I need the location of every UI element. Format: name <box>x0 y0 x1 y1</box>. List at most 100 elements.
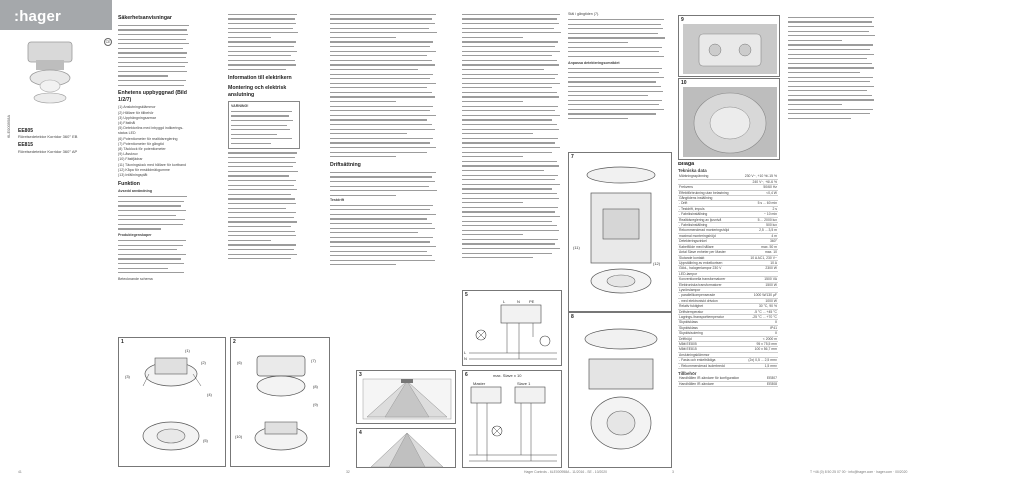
spec-value: 360° <box>738 238 778 245</box>
spec-label: Elektroniska transformatorer <box>678 282 739 288</box>
spec-label: Lysrörslampor <box>678 287 739 294</box>
heading-drift: Driftsättning <box>330 162 361 168</box>
callout-7: (7) <box>311 358 316 363</box>
spec-row: Anslutningsklämmor <box>678 352 778 359</box>
parts-list-item: (5) Detektorlins med inbyggd indikerings… <box>118 126 184 136</box>
figure-2-drawing <box>254 355 308 451</box>
spec-label: - Testdrift, impuls <box>678 206 739 213</box>
spec-label: Frekvens <box>678 184 739 191</box>
slave-count-label: max. Slave x 10 <box>493 373 522 378</box>
callout-10: (10) <box>235 434 243 439</box>
spec-value <box>738 287 778 294</box>
heading-product: Produktegenskaper <box>118 233 152 238</box>
callout-5: (5) <box>203 438 208 443</box>
parts-list-item: (4) Fästhål <box>118 120 136 125</box>
spec-label <box>678 179 739 186</box>
spec-value: 5 s ... 60 min <box>738 200 778 207</box>
figure-number-4: 4 <box>359 430 362 436</box>
spec-value: 50/60 Hz <box>738 184 778 191</box>
callout-4: (4) <box>207 392 212 397</box>
spec-value: 4 m <box>738 233 778 240</box>
heading-area: Anpassa detekteringsområdet <box>568 60 620 65</box>
heading-mode: Betecknande schema <box>118 277 153 282</box>
spec-label: Realtidsreglering av ljusnivå <box>678 217 739 224</box>
spec-label: - parallellkompenserade <box>678 292 739 299</box>
spec-label: Lagrings-/transporttemperatur <box>678 314 739 321</box>
column-mode <box>462 12 564 294</box>
callout-1: (1) <box>185 348 190 353</box>
spec-label: - Fasta och enkeltrådiga <box>678 357 739 364</box>
callout-9: (9) <box>313 402 318 407</box>
spec-value: 1500 W <box>738 282 778 288</box>
parts-list-item: (2) Hållare för tillbehör <box>118 110 154 115</box>
spec-value <box>738 271 778 278</box>
product-code-1: EE805 <box>18 128 34 134</box>
master-label: Master <box>473 381 486 386</box>
heading-info: Information till elektrikern <box>228 74 292 81</box>
figure-1-drawing <box>142 357 202 451</box>
spec-label: - Rekommenderad isolerbredd <box>678 363 739 370</box>
figure-3: 3 <box>356 370 456 424</box>
spec-value: 2,5 ... 3,5 m <box>738 227 778 234</box>
warning-box: VARNING! <box>228 100 300 149</box>
parts-list-item: (6) Potentiometer för realtidsreglering <box>118 136 178 141</box>
spec-label: Glöd-, halogenlampor 230 V <box>678 265 739 272</box>
slave-label: Slave 1 <box>517 381 531 386</box>
figure-number-6: 6 <box>465 372 468 378</box>
figure-number-10: 10 <box>681 80 687 86</box>
spec-label: - Fabriksinställning <box>678 211 739 218</box>
callout-3: (3) <box>125 374 130 379</box>
spec-value: 1000 W/130 µF <box>738 292 778 299</box>
parts-list-item: (12) Kåpa för enskildmäkgumme <box>118 167 170 172</box>
spec-value: 500 lux <box>738 222 778 229</box>
footer-page-2: 32 <box>346 470 350 474</box>
spec-label: LED-lampor <box>678 271 739 278</box>
spec-value: 10 A AC1, 230 V~ <box>738 255 778 261</box>
footer-meta: Hager Controls - 6LE000958A - 11/2016 - … <box>524 470 608 474</box>
spec-value: 5 ... 2000 lux <box>738 217 778 224</box>
figure-number-3: 3 <box>359 372 362 378</box>
figure-6-wiring <box>469 386 557 462</box>
spec-row: Driftstemperatur-5 °C ... +45 °C <box>678 309 778 316</box>
spec-row: Lagrings-/transporttemperatur-25 °C ... … <box>678 314 778 321</box>
spec-value <box>738 352 778 359</box>
heading-test: Testdrift <box>330 197 345 202</box>
spec-value: -5 °C ... +45 °C <box>738 309 778 316</box>
spec-value: <0,4 W <box>738 190 778 197</box>
spec-value: -25 °C ... +70 °C <box>738 314 778 321</box>
wiring-label-pe: PE <box>529 299 535 304</box>
spec-label: Mått EE815 <box>678 346 739 353</box>
spec-label: Slutande kontakt <box>678 255 739 261</box>
spec-value: II <box>738 319 778 326</box>
spec-label: Skyddsisolering <box>678 330 739 337</box>
accessory-code: EE807 <box>761 376 778 382</box>
product-name-2: Rörelsedetektor Korridor 360° AP <box>18 148 78 154</box>
spec-label: Anslutningsklämmor <box>678 352 739 359</box>
parts-list-item: (1) Anslutningsklämmor <box>118 105 156 110</box>
spec-label: Mått EE805 <box>678 341 739 348</box>
spec-label: Kabelflöde med hållare <box>678 244 739 251</box>
figure-number-8: 8 <box>571 314 574 320</box>
figure-number-1: 1 <box>121 339 124 345</box>
spec-value: 30 °C, 90 % <box>738 303 778 310</box>
heading-parts: Enhetens uppbyggnad (Bild 1/2/7) <box>118 90 187 104</box>
spec-value: 1500 VA <box>738 276 778 283</box>
callout-8: (8) <box>313 384 318 389</box>
spec-value: IP41 <box>738 325 778 332</box>
